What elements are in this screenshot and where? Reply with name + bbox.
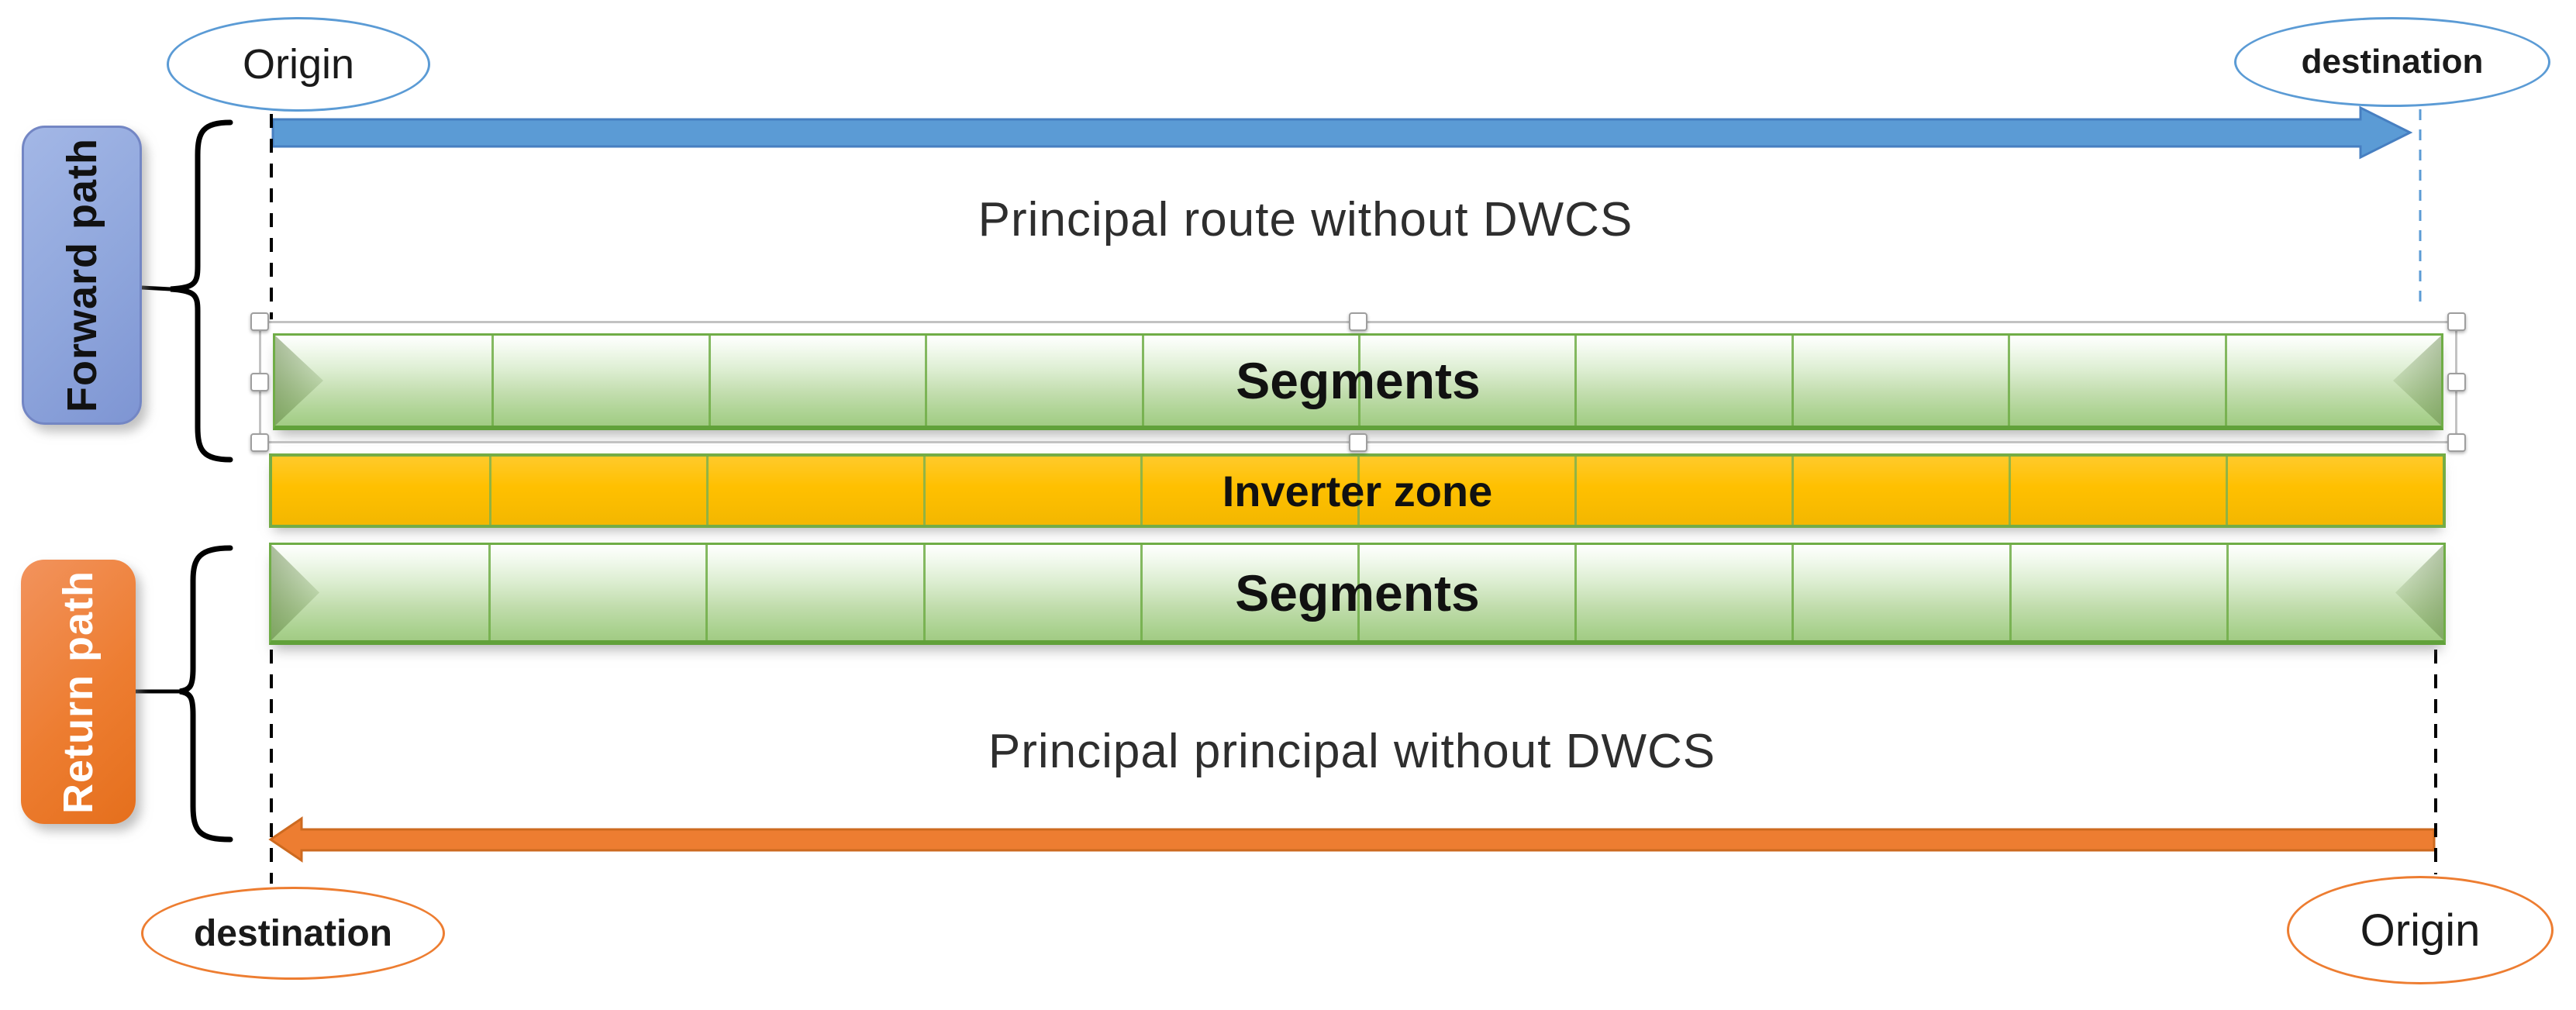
bevel-shade (275, 336, 323, 426)
segment-divider (2224, 336, 2227, 426)
selection-handle-bottom-left[interactable] (250, 433, 269, 452)
segment-divider (708, 336, 711, 426)
return-origin-label: Origin (2360, 905, 2481, 956)
return-path-box[interactable]: Return path (21, 560, 136, 824)
segments-bar-forward[interactable]: Segments (273, 333, 2443, 430)
segment-divider (1574, 545, 1578, 640)
return-brace (179, 545, 233, 843)
segment-divider (1791, 457, 1794, 525)
selection-handle-bottom-middle[interactable] (1349, 433, 1367, 452)
segment-divider (1791, 336, 1794, 426)
segments-bar-forward-label: Segments (1236, 352, 1481, 409)
return-path-label: Return path (55, 570, 102, 814)
forward-origin-ellipse[interactable]: Origin (167, 17, 430, 112)
segment-divider (705, 545, 709, 640)
segment-divider (2226, 457, 2228, 525)
segment-divider (1791, 545, 1795, 640)
forward-path-label: Forward path (58, 137, 105, 412)
return-destination-ellipse[interactable]: destination (141, 887, 445, 980)
bevel-shade (2393, 336, 2441, 426)
segments-bar-return-label: Segments (1235, 564, 1480, 622)
return-route-caption[interactable]: Principal principal without DWCS (988, 725, 1716, 778)
segment-divider (1574, 457, 1577, 525)
forward-arrow[interactable] (271, 105, 2413, 160)
segment-divider (2009, 457, 2011, 525)
forward-destination-ellipse[interactable]: destination (2234, 17, 2550, 107)
segment-divider (1140, 545, 1143, 640)
bevel-shade (2395, 545, 2443, 640)
selection-handle-bottom-right[interactable] (2447, 433, 2466, 452)
forward-path-box[interactable]: Forward path (22, 126, 142, 425)
forward-brace-connector (141, 285, 171, 291)
segment-divider (1574, 336, 1578, 426)
forward-route-caption[interactable]: Principal route without DWCS (978, 193, 1633, 246)
segment-divider (925, 336, 928, 426)
segment-divider (2226, 545, 2229, 640)
inverter-zone-label: Inverter zone (1222, 466, 1493, 515)
segment-divider (491, 336, 495, 426)
segment-divider (1357, 545, 1360, 640)
inverter-zone-bar[interactable]: Inverter zone (269, 453, 2446, 528)
return-destination-label: destination (193, 912, 392, 954)
segment-divider (488, 545, 491, 640)
segment-divider (1141, 336, 1144, 426)
forward-origin-label: Origin (242, 41, 355, 88)
segment-divider (1358, 336, 1360, 426)
forward-brace (170, 119, 233, 463)
return-arrow[interactable] (268, 816, 2436, 863)
selection-handle-top-middle[interactable] (1349, 312, 1367, 331)
selection-handle-middle-left[interactable] (250, 373, 269, 391)
segment-divider (2008, 336, 2011, 426)
bevel-shade (271, 545, 319, 640)
segment-divider (1140, 457, 1143, 525)
segment-divider (923, 457, 926, 525)
return-origin-ellipse[interactable]: Origin (2287, 876, 2554, 984)
segment-divider (1357, 457, 1360, 525)
selection-handle-top-right[interactable] (2447, 312, 2466, 331)
selection-handle-top-left[interactable] (250, 312, 269, 331)
segment-divider (2009, 545, 2012, 640)
forward-destination-label: destination (2301, 43, 2484, 81)
segment-divider (706, 457, 709, 525)
segment-divider (489, 457, 491, 525)
segment-divider (922, 545, 926, 640)
selection-handle-middle-right[interactable] (2447, 373, 2466, 391)
segments-bar-return[interactable]: Segments (269, 543, 2446, 645)
